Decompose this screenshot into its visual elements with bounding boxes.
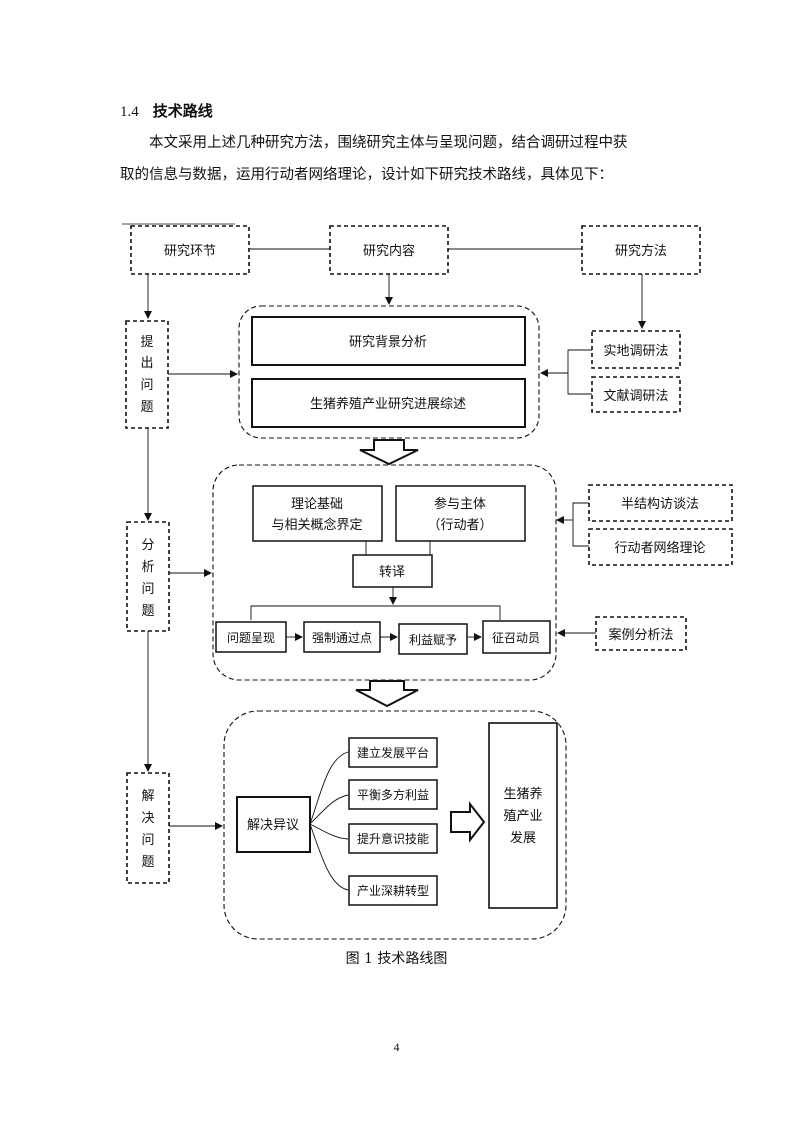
stage-analyze-box: 分 析 问 题 xyxy=(126,521,170,632)
stage-solve-char-4: 题 xyxy=(141,855,154,870)
method-field-research: 实地调研法 xyxy=(603,344,668,359)
methods-group-3: 案例分析法 xyxy=(557,616,687,651)
block3-goal-line2: 殖产业 xyxy=(503,808,542,824)
stage-raise-char-3: 问 xyxy=(140,378,153,393)
methods-group-1: 实地调研法 文献调研法 xyxy=(540,330,681,413)
header-method-box: 研究方法 xyxy=(581,225,701,275)
stage-raise-char-4: 题 xyxy=(140,400,153,415)
section-title: 技术路线 xyxy=(152,102,213,120)
stage-solve-char-3: 问 xyxy=(141,833,154,848)
section-number: 1.4 xyxy=(120,104,139,120)
stage-raise-char-1: 提 xyxy=(140,334,153,350)
stage-solve-char-2: 决 xyxy=(141,811,154,826)
methods-group-2: 半结构访谈法 行动者网络理论 xyxy=(556,484,733,566)
method-semi-structured: 半结构访谈法 xyxy=(621,497,699,512)
block2-theory-line2: 与相关概念界定 xyxy=(271,517,362,533)
stage-solve-char-1: 解 xyxy=(141,789,154,804)
down-arrow-2 xyxy=(355,680,419,708)
block3-goal-line3: 发展 xyxy=(510,830,536,846)
stage-analyze-char-1: 分 xyxy=(141,538,154,553)
content-block-1: 研究背景分析 生猪养殖产业研究进展综述 xyxy=(238,305,540,439)
block2-step-mobilize: 征召动员 xyxy=(492,631,540,645)
block3-goal-line1: 生猪养 xyxy=(503,786,542,802)
header-method-label: 研究方法 xyxy=(615,243,667,259)
paragraph-line-1: 本文采用上述几种研究方法，围绕研究主体与呈现问题，结合调研过程中获 xyxy=(149,135,628,151)
block2-actor-line1: 参与主体 xyxy=(434,496,486,512)
block2-actor-line2: （行动者） xyxy=(427,518,492,533)
stage-analyze-char-2: 析 xyxy=(141,560,154,575)
stage-analyze-char-3: 问 xyxy=(141,582,154,597)
right-arrow xyxy=(450,801,486,843)
stage-raise-char-2: 出 xyxy=(140,356,153,371)
header-stage-box: 研究环节 xyxy=(130,225,250,275)
header-stage-label: 研究环节 xyxy=(164,244,216,259)
figure-caption: 图 1 技术路线图 xyxy=(345,951,448,967)
content-block-3: 解决异议 建立发展平台 平衡多方利益 提升意识技能 产业深耕转型 生猪养 殖产业… xyxy=(223,710,567,940)
down-arrow-1 xyxy=(359,439,419,466)
page-number: 4 xyxy=(393,1040,400,1054)
block2-step-opp: 强制通过点 xyxy=(312,631,372,645)
block1-item-review: 生猪养殖产业研究进展综述 xyxy=(310,396,466,412)
method-ant: 行动者网络理论 xyxy=(614,540,705,556)
stage-solve-box: 解 决 问 题 xyxy=(126,772,170,884)
section-heading: 1.4 技术路线 xyxy=(120,100,213,121)
method-literature: 文献调研法 xyxy=(603,389,668,404)
stage-analyze-char-4: 题 xyxy=(141,604,154,619)
content-block-2: 理论基础 与相关概念界定 参与主体 （行动者） 转译 问题呈现 强制通过点 利益… xyxy=(212,464,557,681)
block3-measure-skills: 提升意识技能 xyxy=(357,831,429,846)
block1-item-background: 研究背景分析 xyxy=(349,335,427,350)
block3-resolve: 解决异议 xyxy=(247,818,299,833)
stage-raise-box: 提 出 问 题 xyxy=(125,320,169,429)
block3-measure-platform: 建立发展平台 xyxy=(357,745,429,760)
block2-theory-line1: 理论基础 xyxy=(291,497,343,512)
block3-measure-transform: 产业深耕转型 xyxy=(357,883,429,898)
block2-step-problem: 问题呈现 xyxy=(227,631,275,645)
block3-measure-interest: 平衡多方利益 xyxy=(357,787,429,802)
block2-step-interest: 利益赋予 xyxy=(409,633,457,647)
method-case-study: 案例分析法 xyxy=(608,628,673,643)
block2-translate: 转译 xyxy=(379,565,405,580)
header-content-box: 研究内容 xyxy=(329,225,449,275)
header-content-label: 研究内容 xyxy=(363,243,415,259)
paragraph-line-2: 取的信息与数据，运用行动者网络理论，设计如下研究技术路线，具体见下： xyxy=(120,167,613,183)
